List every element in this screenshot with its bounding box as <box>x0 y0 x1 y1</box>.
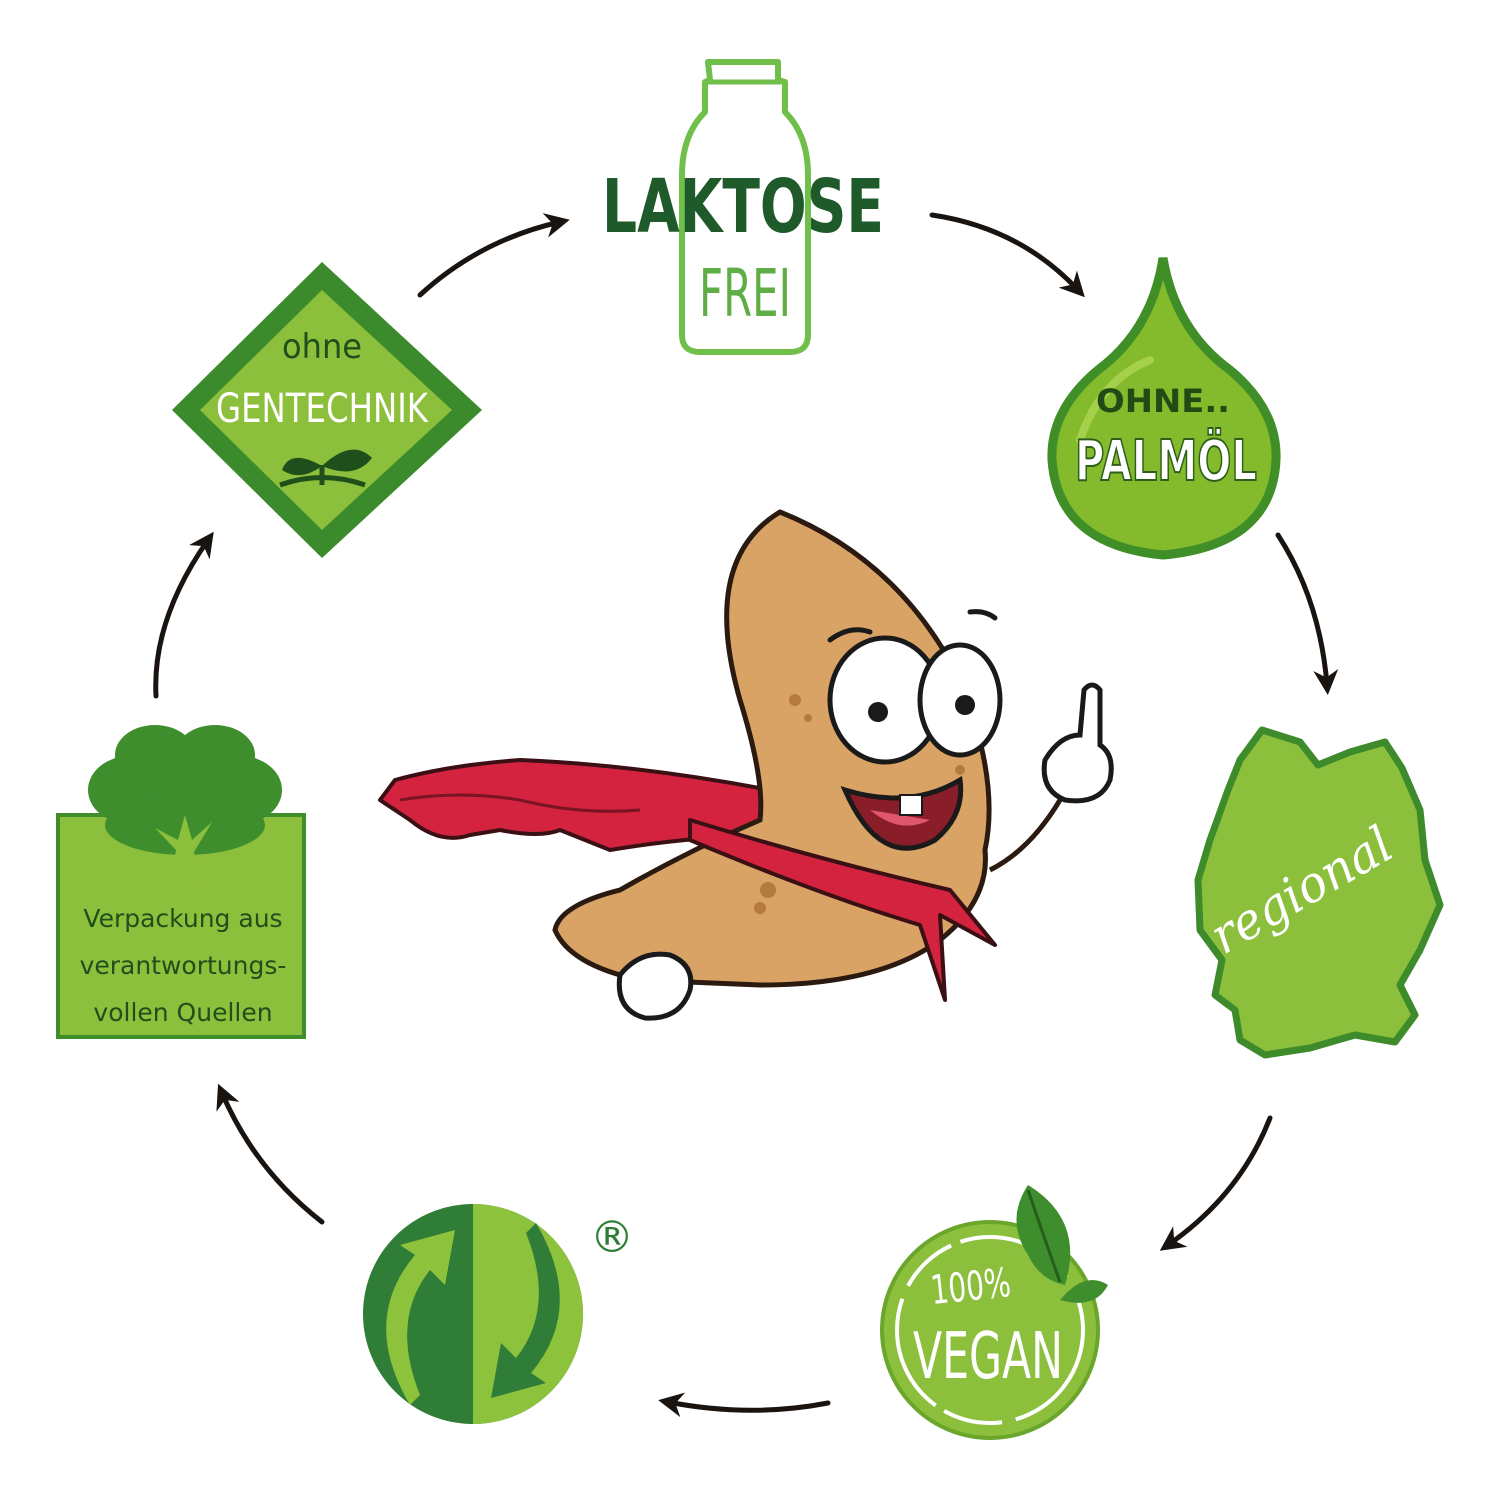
gentechnik-badge: ohne GENTECHNIK <box>172 262 482 558</box>
verpackung-line-2: verantwortungs- <box>79 951 287 980</box>
arrow-regional-to-vegan <box>1159 1115 1273 1251</box>
recycling-arrows-icon <box>386 1223 560 1405</box>
vegan-line1: 100% <box>928 1260 1012 1314</box>
vegan-badge: 100% VEGAN <box>880 1185 1108 1440</box>
laktose-line2: FREI <box>699 255 791 332</box>
arrow-recycling-to-verpackung <box>216 1083 325 1225</box>
verpackung-line-3: vollen Quellen <box>93 998 273 1027</box>
arrow-verpackung-to-gentechnik <box>153 531 214 699</box>
tree-icon <box>88 725 282 890</box>
vegan-line2: VEGAN <box>913 1320 1063 1394</box>
gentechnik-line2: GENTECHNIK <box>216 386 429 432</box>
gentechnik-line1: ohne <box>282 327 362 367</box>
ohne-palmoel-badge: OHNE.. PALMÖL <box>1047 257 1281 560</box>
laktose-line1: LAKTOSE <box>602 164 884 250</box>
arrow-laktose-to-palmoel <box>929 212 1085 298</box>
germany-map-icon <box>1194 726 1444 1059</box>
verpackung-text: Verpackung aus verantwortungs- vollen Qu… <box>62 895 304 1036</box>
left-glove <box>616 951 694 1021</box>
leaf-small-icon <box>1060 1280 1108 1303</box>
pointing-glove <box>1041 682 1114 804</box>
sprout-icon <box>279 449 372 488</box>
registered-mark: ® <box>590 1212 634 1263</box>
drop-icon <box>1047 257 1281 560</box>
cape <box>378 758 787 852</box>
verpackung-line-1: Verpackung aus <box>83 904 283 933</box>
palmoel-line2: PALMÖL <box>1075 429 1257 494</box>
verpackung-badge <box>56 725 306 1039</box>
arrow-vegan-to-recycling <box>658 1392 831 1418</box>
arrow-gentechnik-to-laktose <box>417 213 570 298</box>
bottle-icon <box>679 59 811 355</box>
regional-badge: regional <box>1194 726 1444 1059</box>
palmoel-line1: OHNE.. <box>1096 382 1230 420</box>
laktose-frei-badge: LAKTOSE FREI <box>602 59 884 355</box>
recycling-badge: ® <box>363 1204 634 1424</box>
almond-mascot <box>378 509 1114 1021</box>
arrow-palmoel-to-regional <box>1275 532 1339 695</box>
cycle-arrows <box>153 212 1339 1418</box>
neckerchief <box>688 818 997 1002</box>
